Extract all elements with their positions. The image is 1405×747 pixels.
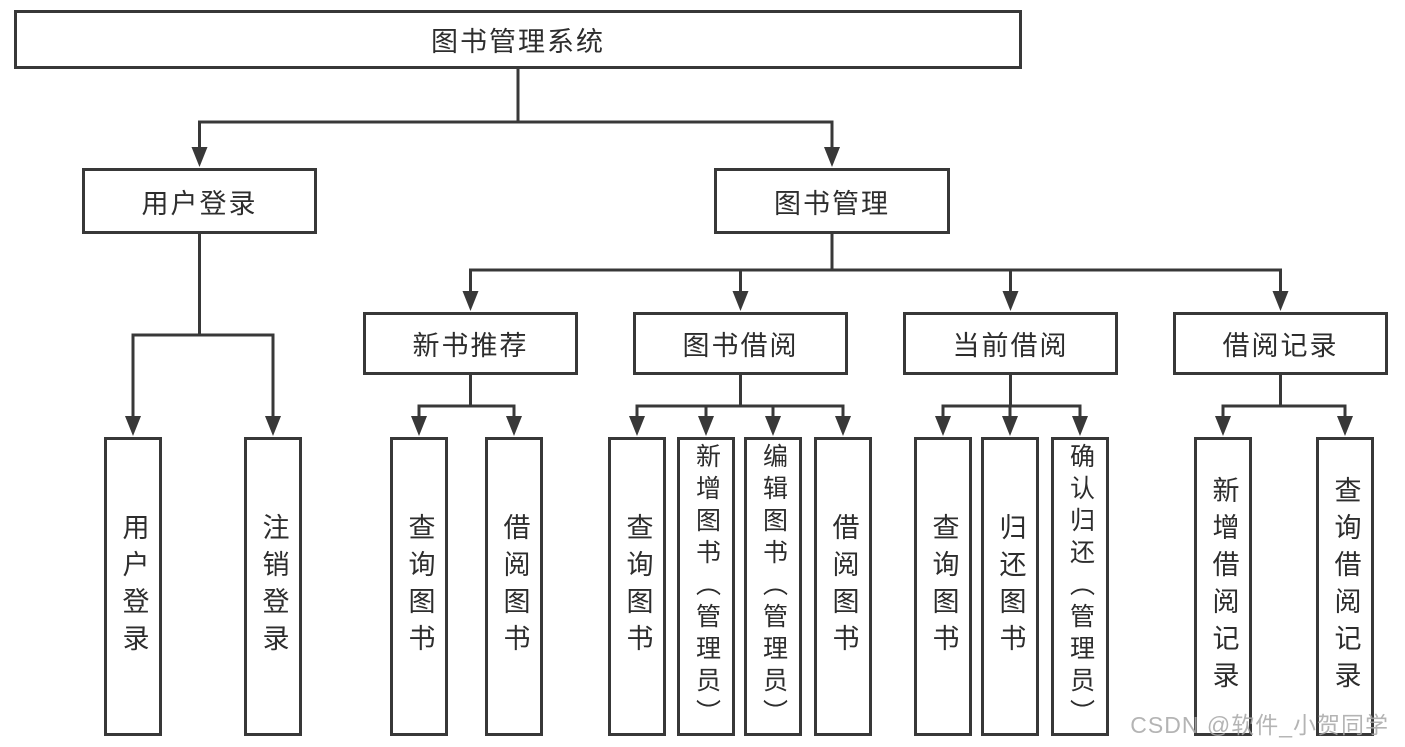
leaf-confirm-return-admin: 确认归还（管理员）	[1051, 437, 1109, 736]
leaf-borrow-books-recommend: 借阅图书	[485, 437, 543, 736]
leaf-return-books: 归还图书	[981, 437, 1039, 736]
leaf-user-login: 用户登录	[104, 437, 162, 736]
node-current-borrowing: 当前借阅	[903, 312, 1118, 375]
leaf-query-borrow-record: 查询借阅记录	[1316, 437, 1374, 736]
node-user-login: 用户登录	[82, 168, 317, 234]
leaf-logout: 注销登录	[244, 437, 302, 736]
node-root: 图书管理系统	[14, 10, 1022, 69]
leaf-query-books-current: 查询图书	[914, 437, 972, 736]
node-book-borrowing: 图书借阅	[633, 312, 848, 375]
node-new-book-recommendation: 新书推荐	[363, 312, 578, 375]
arrowhead-icons	[125, 147, 1353, 436]
leaf-edit-book-admin: 编辑图书（管理员）	[744, 437, 802, 736]
leaf-borrow-books-borrowing: 借阅图书	[814, 437, 872, 736]
node-book-management: 图书管理	[714, 168, 950, 234]
leaf-query-books-borrowing: 查询图书	[608, 437, 666, 736]
leaf-add-borrow-record: 新增借阅记录	[1194, 437, 1252, 736]
node-borrowing-records: 借阅记录	[1173, 312, 1388, 375]
leaf-query-books-recommend: 查询图书	[390, 437, 448, 736]
leaf-add-book-admin: 新增图书（管理员）	[677, 437, 735, 736]
watermark: CSDN @软件_小贺同学	[1130, 712, 1389, 738]
